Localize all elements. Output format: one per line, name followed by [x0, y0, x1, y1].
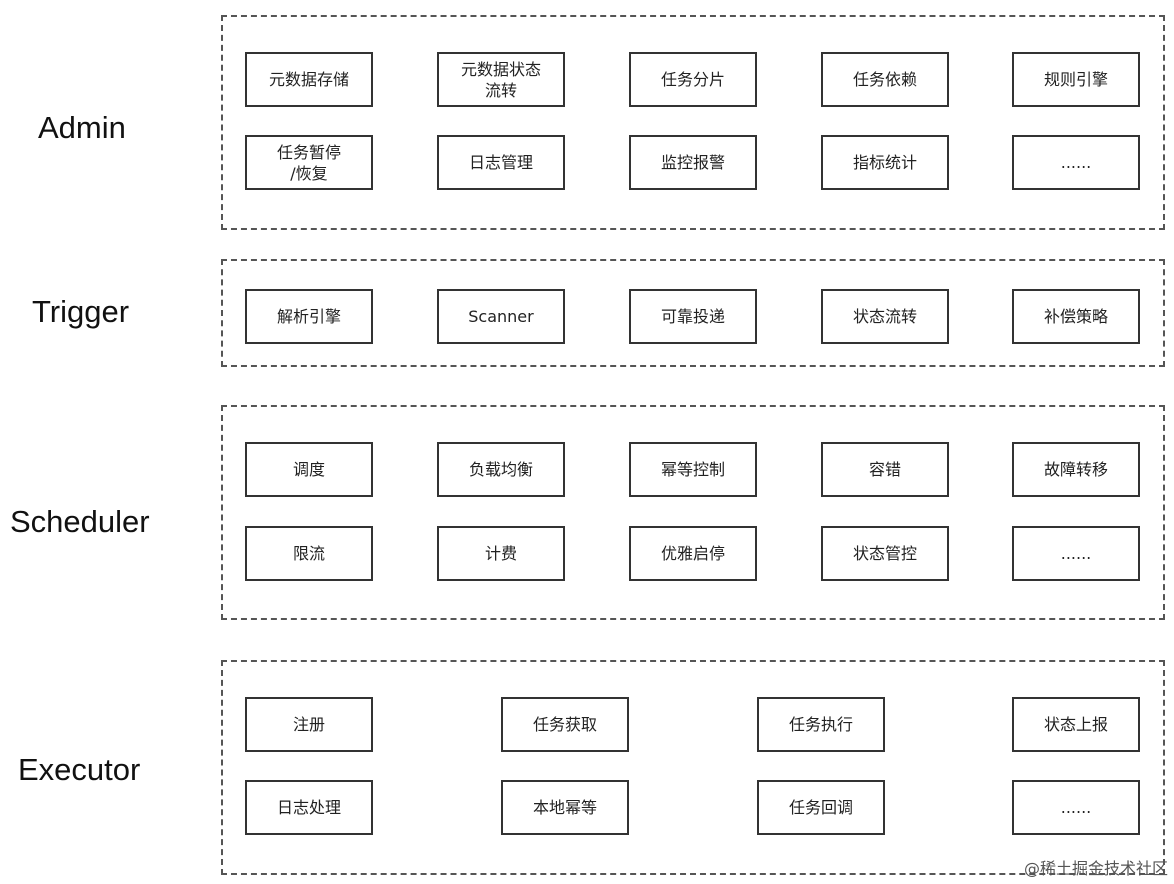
trigger-module: Scanner — [437, 289, 565, 344]
scheduler-module: 容错 — [821, 442, 949, 497]
admin-module: 指标统计 — [821, 135, 949, 190]
admin-module: 规则引擎 — [1012, 52, 1140, 107]
trigger-layer-box — [221, 259, 1165, 367]
admin-module: 日志管理 — [437, 135, 565, 190]
layer-label-trigger: Trigger — [32, 294, 130, 329]
executor-module-more: ...... — [1012, 780, 1140, 835]
executor-module: 任务执行 — [757, 697, 885, 752]
scheduler-module: 限流 — [245, 526, 373, 581]
admin-module: 任务分片 — [629, 52, 757, 107]
layer-label-executor: Executor — [18, 752, 141, 787]
layer-label-scheduler: Scheduler — [10, 504, 150, 539]
trigger-module: 状态流转 — [821, 289, 949, 344]
admin-module: 元数据存储 — [245, 52, 373, 107]
scheduler-module: 优雅启停 — [629, 526, 757, 581]
scheduler-module: 幂等控制 — [629, 442, 757, 497]
admin-module: 任务暂停 /恢复 — [245, 135, 373, 190]
trigger-module: 补偿策略 — [1012, 289, 1140, 344]
layer-label-admin: Admin — [38, 110, 126, 145]
source-watermark: @稀土掘金技术社区 — [1023, 859, 1168, 878]
admin-module-more: ...... — [1012, 135, 1140, 190]
admin-module: 任务依赖 — [821, 52, 949, 107]
executor-module: 注册 — [245, 697, 373, 752]
scheduler-module: 调度 — [245, 442, 373, 497]
executor-module: 本地幂等 — [501, 780, 629, 835]
scheduler-module: 计费 — [437, 526, 565, 581]
trigger-module: 解析引擎 — [245, 289, 373, 344]
executor-module: 任务获取 — [501, 697, 629, 752]
scheduler-module: 状态管控 — [821, 526, 949, 581]
admin-layer-box — [221, 15, 1165, 230]
scheduler-module-more: ...... — [1012, 526, 1140, 581]
trigger-module: 可靠投递 — [629, 289, 757, 344]
executor-module: 任务回调 — [757, 780, 885, 835]
scheduler-layer-box — [221, 405, 1165, 620]
scheduler-module: 故障转移 — [1012, 442, 1140, 497]
executor-layer-box — [221, 660, 1165, 875]
admin-module: 监控报警 — [629, 135, 757, 190]
scheduler-module: 负载均衡 — [437, 442, 565, 497]
executor-module: 状态上报 — [1012, 697, 1140, 752]
executor-module: 日志处理 — [245, 780, 373, 835]
admin-module: 元数据状态 流转 — [437, 52, 565, 107]
